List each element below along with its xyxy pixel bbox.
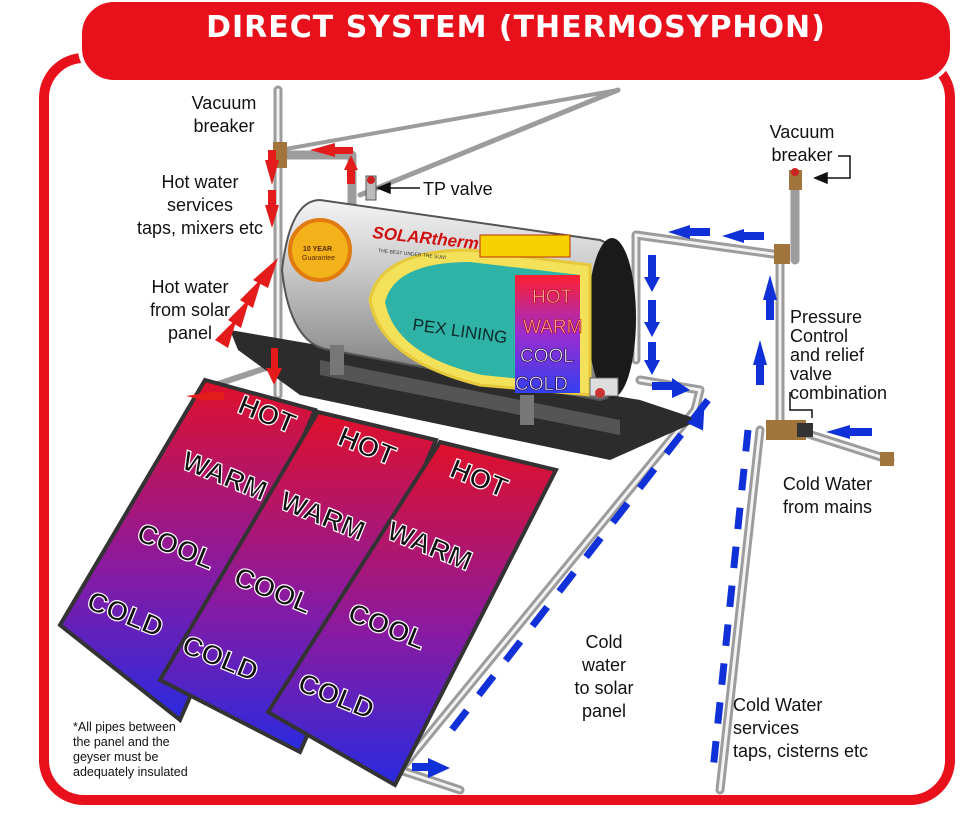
cold-flow-dash — [726, 585, 736, 608]
solar-panel-3 — [265, 439, 559, 788]
tank-zone-cool: COOL — [520, 346, 574, 367]
hot-flow-arrows — [186, 143, 358, 401]
vacuum-breaker-right-valve — [789, 170, 802, 190]
tank-zone-warm: WARM — [523, 317, 582, 338]
cold-flow-dash — [502, 639, 524, 663]
cold-flow-dash — [722, 624, 732, 647]
cold-flow-dash — [449, 708, 470, 732]
title-banner — [78, 0, 954, 84]
warning-sticker — [479, 234, 571, 258]
cold-flow-dash — [556, 570, 577, 594]
cold-flow-dash — [690, 397, 711, 422]
label-tp-valve: TP valve — [423, 179, 493, 199]
callout-pointers — [376, 155, 851, 418]
tank-zone-cold: COLD — [515, 374, 568, 395]
badge-line-2: Guarantee — [302, 255, 335, 262]
tank-zone-hot: HOT — [532, 287, 573, 308]
cold-flow-dash — [583, 535, 604, 560]
cold-flow-dash — [718, 662, 728, 686]
cold-flow-dash — [710, 740, 720, 763]
cold-flow-dash — [734, 507, 744, 530]
badge-line-1: 10 YEAR — [303, 246, 332, 253]
geyser-tank — [280, 198, 636, 425]
cold-flow-dash — [476, 673, 497, 698]
cold-flow-dash — [663, 432, 684, 456]
fittings — [273, 142, 894, 466]
cold-dash-arrows — [449, 397, 752, 763]
cold-flow-dash — [714, 701, 724, 724]
cold-flow-dash — [529, 604, 550, 629]
solar-panel-2 — [157, 409, 439, 755]
page-title: DIRECT SYSTEM (THERMOSYPHON) — [206, 10, 826, 45]
cold-flow-dash — [636, 466, 658, 491]
guarantee-badge — [288, 218, 352, 282]
cold-flow-dash — [742, 429, 752, 452]
cold-flow-dash — [610, 501, 631, 525]
pressure-control-valve — [766, 420, 806, 440]
cold-flow-dash — [730, 546, 740, 569]
solar-panels — [57, 377, 559, 788]
cold-flow-dash — [738, 468, 748, 491]
solar-panel-1 — [57, 377, 318, 724]
tank-stand — [320, 360, 620, 435]
